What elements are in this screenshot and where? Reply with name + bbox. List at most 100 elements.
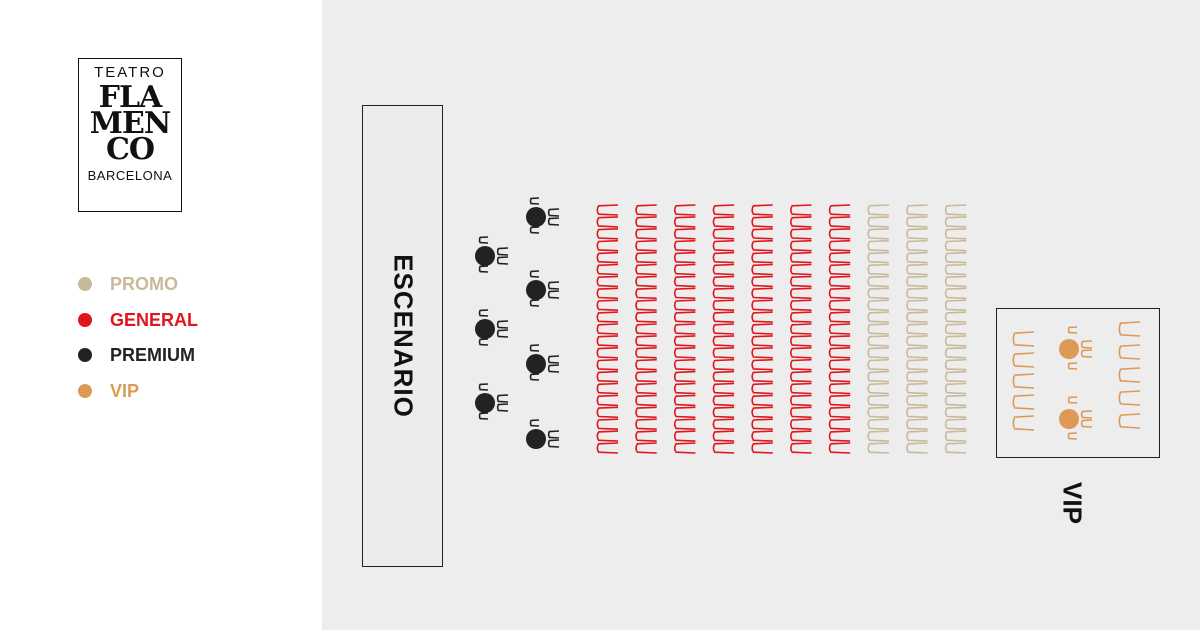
general-seat [635,251,657,264]
general-seat [751,430,773,442]
promo-seat [906,347,928,359]
general-seat [828,406,851,419]
general-seat [635,216,657,228]
general-seat [712,204,735,216]
general-seat [673,275,696,288]
premium-seat [478,412,489,420]
promo-seat [867,394,889,407]
general-seat [751,287,773,300]
general-seat [751,275,773,288]
promo-seat [867,287,889,300]
general-seat [790,323,812,335]
premium-seat [547,281,560,290]
general-seat [790,263,812,276]
general-seat [712,406,735,419]
premium-seat [529,299,540,307]
general-seat [828,263,851,276]
premium-seat [496,329,509,338]
general-seat [828,299,851,311]
vip-seat [1118,321,1141,337]
general-seat [635,430,657,442]
promo-seat [867,347,889,359]
promo-seat [944,323,967,335]
premium-seat [547,439,560,448]
general-seat [751,311,773,323]
promo-seat [944,394,967,407]
premium-seat [547,217,560,226]
promo-seat [944,347,967,359]
promo-seat [906,335,928,347]
premium-dot-icon [78,348,92,362]
general-seat [751,251,773,264]
premium-seat [547,364,560,373]
vip-seat [1067,326,1078,334]
premium-seat [496,403,509,412]
general-seat [635,311,657,323]
premium-seat [478,383,489,391]
promo-seat [944,275,967,288]
general-seat [790,394,812,407]
general-seat [712,430,735,442]
logo-word-1: FLA [98,80,163,115]
promo-seat [867,275,889,288]
general-seat [790,430,812,442]
general-seat [790,228,812,240]
general-seat [712,370,735,383]
vip-dot-icon [78,383,92,398]
general-seat [596,358,619,371]
general-seat [828,370,851,383]
general-seat [790,204,812,216]
legend-label-general: GENERAL [110,309,199,330]
general-seat [673,239,696,252]
general-seat [635,275,657,288]
promo-seat [906,228,928,240]
general-seat [751,418,773,430]
general-seat [828,323,851,335]
premium-seat [529,344,540,352]
general-seat [712,251,735,264]
promo-seat [944,430,967,442]
promo-seat [906,204,928,216]
general-seat [635,358,657,371]
promo-seat [944,299,967,311]
general-seat [751,347,773,359]
general-seat [712,382,735,395]
premium-seat [547,208,560,217]
promo-seat [867,216,889,228]
general-seat [751,299,773,311]
general-seat [596,204,619,216]
general-seat [712,299,735,311]
general-seat [635,204,657,216]
premium-seat [547,355,560,364]
promo-seat [944,406,967,419]
promo-dot-icon [78,277,92,291]
premium-table [475,246,495,266]
vip-seat [1012,373,1035,389]
general-seat [673,251,696,264]
promo-seat [906,323,928,335]
general-seat [828,287,851,300]
vip-table [1059,339,1079,359]
general-seat [751,358,773,371]
vip-seat [1067,362,1078,370]
general-seat [828,358,851,371]
general-seat [673,323,696,335]
general-seat [673,335,696,347]
promo-seat [906,287,928,300]
promo-seat [867,251,889,264]
general-seat [596,239,619,252]
general-seat [790,335,812,347]
general-seat [828,335,851,347]
general-seat [751,335,773,347]
general-seat [673,311,696,323]
promo-seat [867,239,889,252]
general-seat [790,287,812,300]
general-seat [790,442,812,454]
general-seat [596,430,619,442]
general-seat [596,228,619,240]
promo-seat [944,228,967,240]
general-seat [596,299,619,311]
general-seat [828,216,851,228]
general-seat [673,370,696,383]
